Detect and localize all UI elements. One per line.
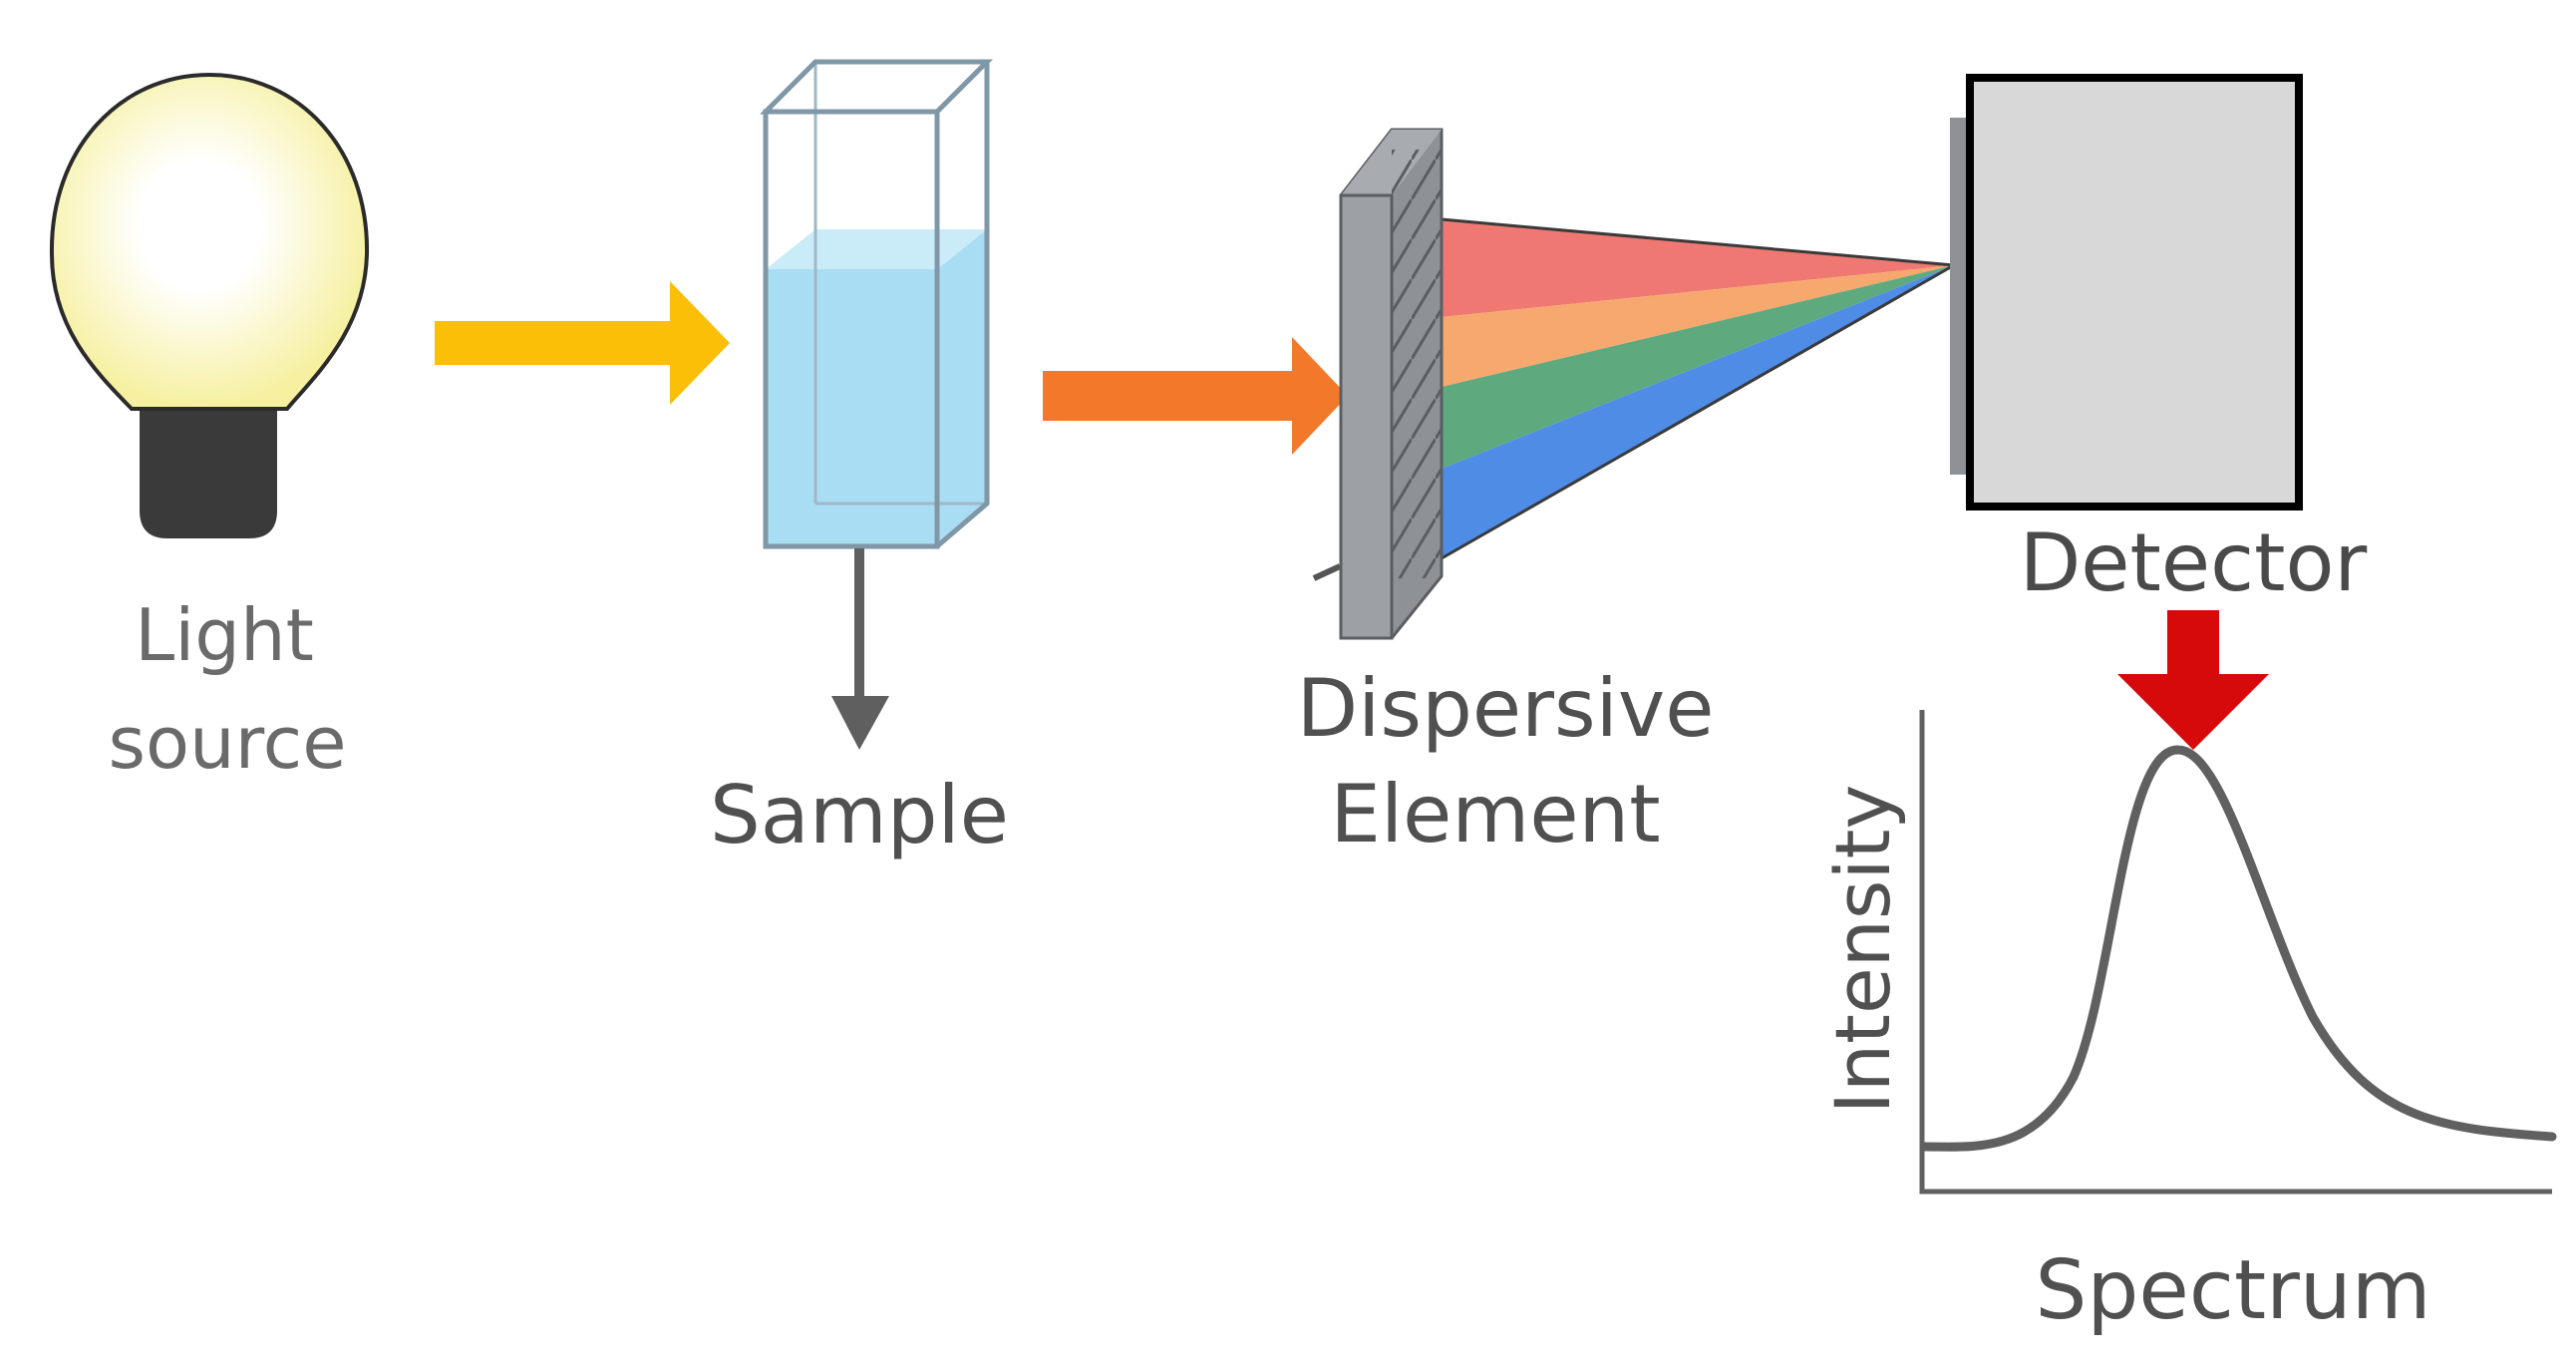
dispersive-label-line1: Dispersive — [1297, 662, 1715, 755]
light-source-label-line1: Light — [135, 593, 314, 677]
ray-red — [1442, 219, 1954, 317]
detector-box-icon — [1950, 74, 2303, 511]
sample-label: Sample — [710, 769, 1009, 861]
dispersive-label-line2: Element — [1330, 768, 1660, 860]
light-bulb-icon — [49, 72, 370, 538]
red-down-arrow — [2117, 610, 2269, 750]
y-axis-label: Intensity — [1818, 785, 1907, 1115]
spectrum-curve — [1919, 745, 2557, 1152]
spectrum-plot — [1919, 710, 2557, 1195]
yellow-arrow — [435, 281, 730, 405]
cuvette-icon — [759, 59, 994, 549]
cuvette-liquid — [766, 229, 987, 546]
dispersed-rays — [1441, 217, 1955, 560]
bulb-base — [140, 394, 277, 538]
bulb-glass — [49, 72, 370, 411]
orange-arrow — [1043, 337, 1348, 455]
gray-down-arrow — [831, 548, 889, 750]
plot-axes — [1919, 710, 2552, 1195]
detector-label: Detector — [2020, 516, 2368, 609]
x-axis-label: Spectrum — [2035, 1243, 2430, 1338]
light-source-label-line2: source — [108, 701, 346, 785]
diffraction-grating-icon — [1312, 128, 1444, 640]
